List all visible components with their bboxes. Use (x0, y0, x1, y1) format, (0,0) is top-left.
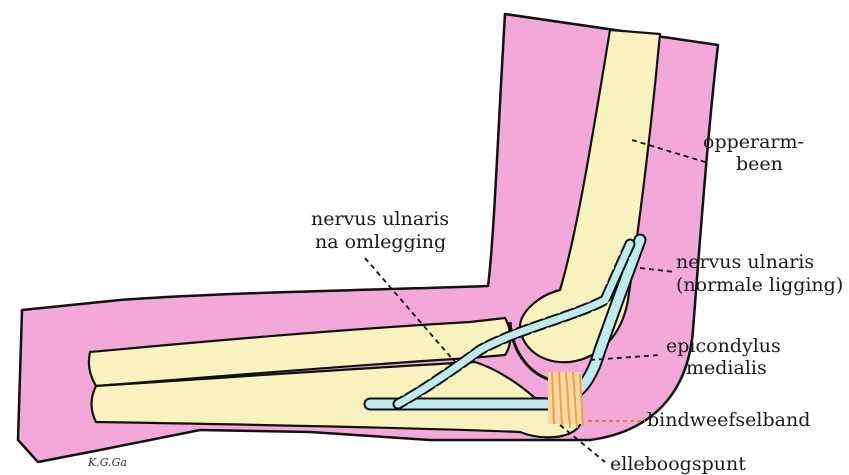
label-upper-arm-bone-line2: been (736, 153, 783, 175)
label-olecranon: elleboogspunt (610, 453, 746, 475)
label-epicondyle-line1: epicondylus (666, 335, 781, 357)
ligament-band (548, 372, 583, 428)
label-ligament: bindweefselband (647, 409, 810, 431)
label-upper-arm-bone-line1: opperarm- (703, 131, 804, 153)
label-epicondyle-line2: medialis (686, 357, 767, 379)
label-nerve-rerouted-line2: na omlegging (315, 231, 446, 253)
label-nerve-rerouted-line1: nervus ulnaris (311, 208, 449, 230)
artist-signature: K.G.Ga (87, 456, 127, 469)
label-nerve-normal-line2: (normale ligging) (676, 274, 843, 296)
label-nerve-normal-line1: nervus ulnaris (676, 251, 814, 273)
